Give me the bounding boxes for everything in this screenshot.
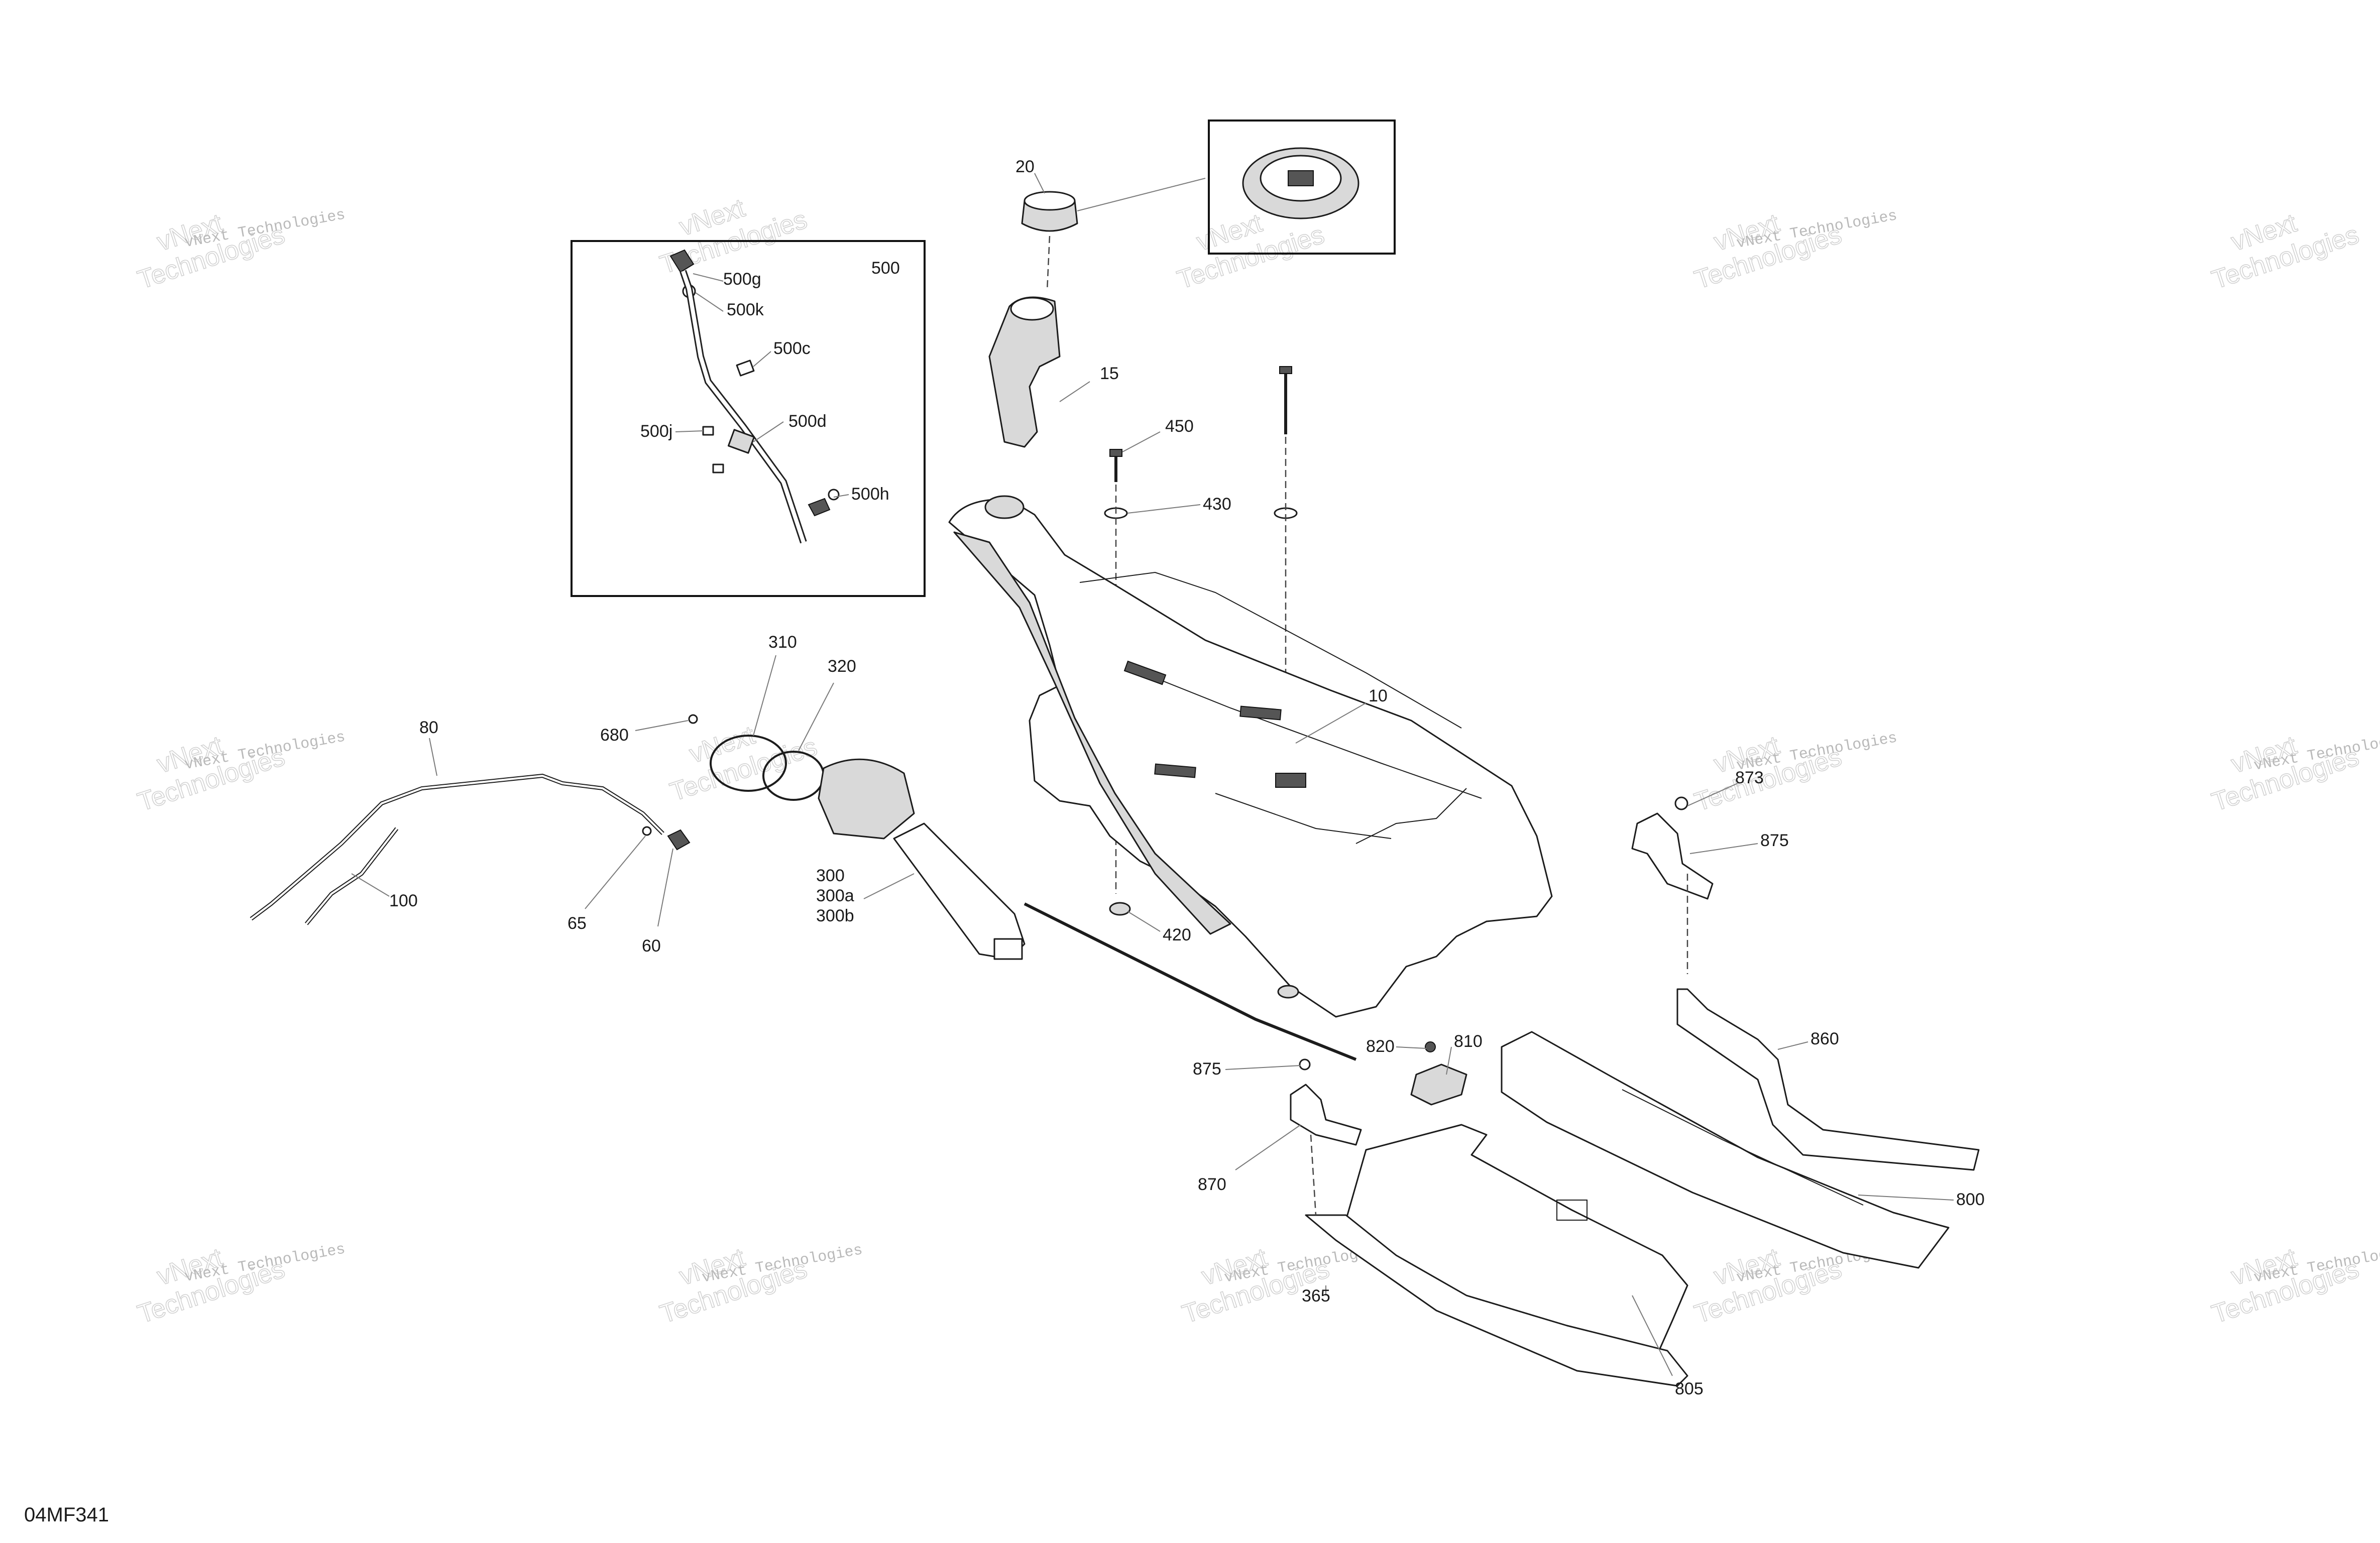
clamp-500j-b [712, 463, 724, 473]
callout-875-right: 875 [1760, 831, 1789, 850]
callout-65: 65 [568, 914, 587, 933]
callout-800: 800 [1956, 1190, 1985, 1209]
callout-310: 310 [768, 633, 797, 652]
lower-plates: 800 805 365 810 820 870 875 [1193, 1031, 1985, 1398]
screw-873 [1674, 796, 1688, 810]
callout-420: 420 [1163, 925, 1191, 944]
watermark-15: vNext Technologies vNext Technologies [2208, 1242, 2380, 1330]
callout-365: 365 [1302, 1286, 1330, 1305]
callout-820: 820 [1366, 1037, 1395, 1056]
callout-875-left: 875 [1193, 1059, 1221, 1079]
watermark-5: vNext Technologies [2208, 208, 2362, 295]
fitting-500h [808, 498, 831, 517]
fuel-pump-300: 310 320 300 300a 300b [710, 633, 1357, 1061]
callout-500k: 500k [727, 300, 764, 319]
fuel-line [1024, 902, 1357, 1061]
callout-20: 20 [1015, 157, 1035, 176]
callout-860: 860 [1810, 1029, 1839, 1048]
pump-module-head [818, 758, 915, 840]
callout-500g: 500g [723, 270, 761, 289]
callout-500d: 500d [788, 412, 827, 431]
callout-320: 320 [828, 657, 856, 676]
callout-500: 500 [871, 259, 900, 278]
detail-box-icon [571, 240, 926, 597]
watermark-4: vNext Technologies vNext Technologies [1690, 207, 1898, 295]
screw-820 [1425, 1041, 1436, 1052]
filler-neck-15: 15 [988, 296, 1119, 448]
bolt-450-b [1279, 366, 1292, 374]
watermark-1: vNext Technologies vNext Technologies [134, 206, 347, 295]
clip-810 [1410, 1063, 1467, 1106]
bracket-875-right [1631, 812, 1714, 900]
watermark-10: vNext Technologies vNext Technologies [2208, 730, 2380, 817]
callout-450: 450 [1165, 417, 1194, 436]
inset-hose-assembly: 500g 500k 500c 500d 500j 500h 500 [571, 240, 926, 597]
tank-filler-port [984, 495, 1025, 519]
callout-680: 680 [600, 726, 629, 745]
elbow-fitting-500g [669, 249, 695, 273]
fuel-cap-20: 20 [1015, 157, 1078, 292]
callout-300a: 300a [816, 886, 854, 905]
vent-lines: 80 100 60 65 680 [250, 714, 698, 956]
watermark-9: vNext Technologies vNext Technologies [1690, 730, 1898, 817]
pump-module-body [893, 822, 1026, 960]
callout-15: 15 [1100, 364, 1119, 383]
callout-430: 430 [1203, 495, 1231, 514]
support-860 [1676, 988, 1980, 1171]
runner-365 [1305, 1214, 1688, 1387]
watermark-12: vNext Technologies vNext Technologies [656, 1242, 864, 1330]
cap-detail-icon [1208, 120, 1396, 255]
watermark-11: vNext Technologies vNext Technologies [134, 1241, 347, 1329]
callout-873: 873 [1735, 768, 1764, 787]
connector-500d [727, 429, 755, 454]
bracket-870 [1290, 1084, 1362, 1146]
vent-hose-80 [250, 773, 664, 921]
screw-875 [1299, 1058, 1311, 1071]
callout-100: 100 [389, 891, 418, 910]
watermark-6: vNext Technologies vNext Technologies [134, 729, 347, 817]
fuel-tank-10: 10 420 [948, 495, 1553, 1018]
figure-code: 04MF341 [24, 1504, 109, 1526]
callout-500j: 500j [640, 422, 672, 441]
callout-870: 870 [1198, 1175, 1226, 1194]
callout-60: 60 [642, 936, 661, 956]
screw-680 [688, 714, 698, 724]
callout-500c: 500c [773, 339, 811, 358]
callout-10: 10 [1369, 686, 1388, 705]
grommet-420-a [1109, 902, 1131, 916]
grommet-420-b [1277, 985, 1299, 999]
tank-body [948, 499, 1553, 1018]
watermark-7: vNext Technologies [666, 720, 821, 807]
watermark-3: vNext Technologies [1173, 208, 1328, 295]
callout-300b: 300b [816, 906, 854, 925]
clamp-500j-a [702, 426, 714, 436]
callout-300: 300 [816, 866, 845, 885]
vent-valve-60 [667, 829, 691, 851]
callout-80: 80 [419, 718, 438, 737]
cap-detail-box [1077, 120, 1396, 255]
callout-500h: 500h [851, 485, 889, 504]
clamp-500c [736, 360, 755, 377]
right-brackets: 873 875 860 [1631, 768, 1980, 1171]
skid-plate-800 [1501, 1031, 1950, 1269]
watermark-13: vNext Technologies vNext Technologies [1178, 1242, 1386, 1330]
vent-hose-100 [304, 827, 399, 925]
tank-side-rail [953, 531, 1231, 935]
lock-ring-310 [710, 735, 787, 792]
bolt-450-a [1109, 449, 1122, 457]
callout-810: 810 [1454, 1032, 1483, 1051]
callout-805: 805 [1675, 1379, 1704, 1398]
clamp-65 [642, 826, 652, 836]
